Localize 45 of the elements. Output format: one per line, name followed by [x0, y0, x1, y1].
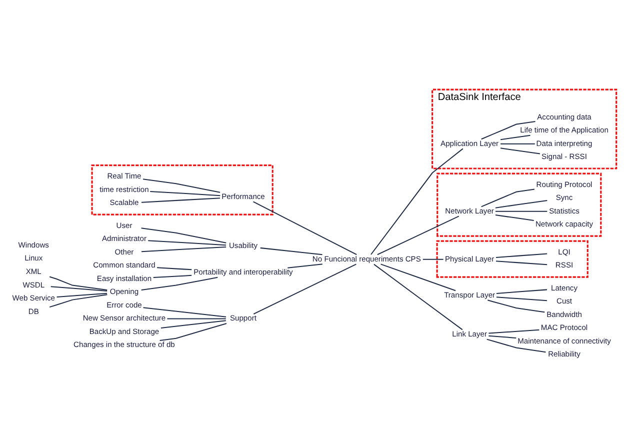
connector [500, 143, 535, 144]
connector [141, 276, 218, 290]
connector [157, 267, 192, 270]
connector [422, 258, 444, 260]
connector [49, 294, 108, 308]
connector [160, 323, 227, 342]
connector [496, 260, 548, 266]
connector [488, 329, 540, 334]
connector [253, 201, 357, 256]
connector [148, 240, 226, 246]
connector [143, 307, 226, 318]
cluster [436, 240, 588, 278]
cluster [436, 172, 602, 237]
connector [495, 200, 548, 208]
connector [370, 148, 464, 255]
connector [496, 253, 548, 258]
connector [496, 210, 548, 212]
connector [141, 228, 226, 244]
connector [56, 292, 108, 298]
connector [380, 264, 456, 292]
connector [153, 274, 192, 278]
cluster [91, 164, 274, 216]
connector [49, 276, 108, 290]
connector [288, 264, 322, 268]
connector [496, 296, 547, 302]
connector [142, 178, 220, 193]
connector [496, 289, 547, 294]
connector [141, 246, 226, 252]
connector [500, 134, 530, 140]
connector [167, 318, 226, 320]
connector [50, 286, 108, 292]
connector [160, 320, 226, 328]
connector [141, 198, 220, 203]
connector [377, 216, 460, 256]
connector [150, 190, 220, 196]
connector [500, 148, 540, 154]
connector [253, 264, 356, 314]
connector [488, 300, 545, 313]
connector [481, 188, 535, 208]
connector [486, 338, 546, 353]
connector [260, 247, 322, 256]
connector [495, 214, 534, 221]
connector [481, 121, 536, 140]
connector [374, 264, 463, 330]
connector [488, 335, 516, 338]
